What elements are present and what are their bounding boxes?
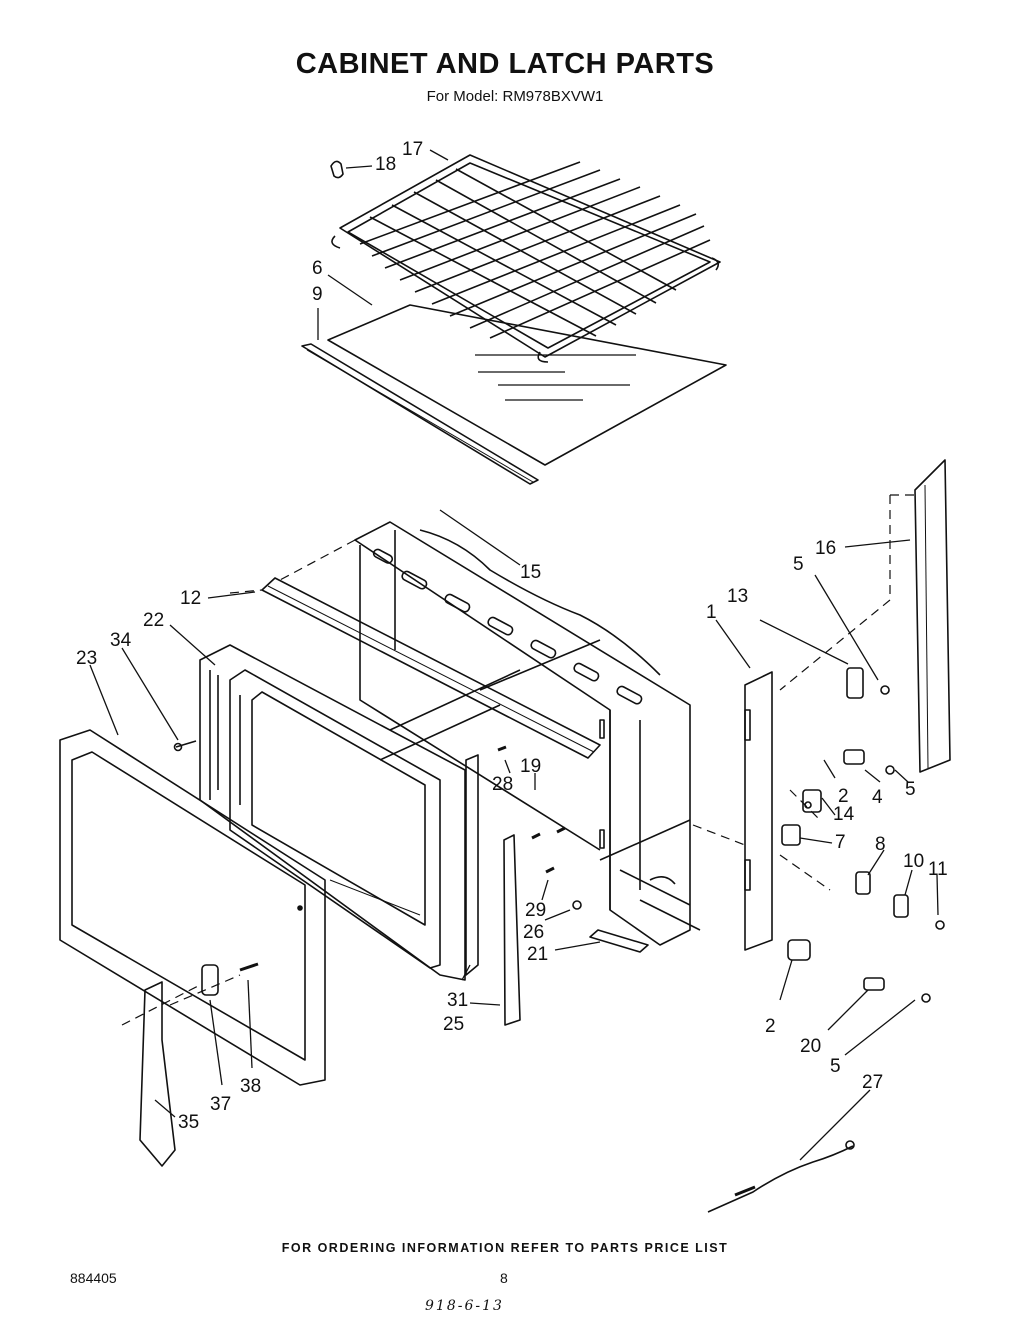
part-label: 5: [905, 779, 916, 800]
part-label: 18: [375, 154, 396, 175]
latch-spring: [239, 962, 259, 972]
small-screws: [497, 745, 566, 874]
latch-bracket: [572, 900, 649, 953]
part-label: 14: [833, 804, 855, 825]
part-label: 22: [143, 610, 164, 631]
handwritten-note: 918-6-13: [425, 1298, 504, 1314]
part-label: 21: [527, 944, 548, 965]
part-label: 16: [815, 538, 836, 559]
part-label: 27: [862, 1072, 883, 1093]
page-number: 8: [500, 1270, 508, 1286]
part-label: 20: [800, 1036, 821, 1057]
part-label: 5: [830, 1056, 841, 1077]
part-label: 38: [240, 1076, 261, 1097]
part-label: 8: [875, 834, 886, 855]
part-label: 25: [443, 1014, 464, 1035]
part-label: 35: [178, 1112, 199, 1133]
part-label: 15: [520, 562, 541, 583]
cabinet-body: [354, 521, 701, 946]
floor-panel: [327, 304, 727, 466]
part-label: 17: [402, 139, 423, 160]
document-number: 884405: [70, 1270, 117, 1286]
part-label: 4: [872, 787, 883, 808]
door-screw: [173, 740, 197, 752]
part-label: 31: [447, 990, 468, 1011]
alignment-lines: [121, 494, 920, 1026]
latch-pawl: [201, 964, 219, 996]
vent-grille: [261, 577, 601, 759]
part-label: 34: [110, 630, 132, 651]
part-labels: 17 18 6 9 15 12 22 34 23 16 5 13 1 19 28…: [76, 139, 948, 1133]
part-label: 5: [793, 554, 804, 575]
part-label: 10: [903, 851, 924, 872]
part-label: 23: [76, 648, 97, 669]
part-label: 6: [312, 258, 323, 279]
side-cover: [914, 459, 951, 773]
part-label: 9: [312, 284, 323, 305]
page-title: CABINET AND LATCH PARTS: [295, 48, 715, 80]
door-frame: [199, 644, 466, 981]
interlock-switches: [781, 667, 945, 1003]
trim-strip: [301, 343, 539, 485]
part-label: 11: [928, 859, 948, 880]
latch-handle: [139, 981, 176, 1167]
ordering-footnote: FOR ORDERING INFORMATION REFER TO PARTS …: [281, 1241, 729, 1255]
oven-rack: [331, 154, 721, 363]
part-label: 7: [835, 832, 846, 853]
latch-rod-right: [503, 834, 521, 1026]
leader-lines: [89, 149, 939, 1161]
part-label: 28: [492, 774, 513, 795]
part-label: 19: [520, 756, 541, 777]
model-subtitle: For Model: RM978BXVW1: [426, 88, 604, 105]
part-label: 2: [838, 786, 849, 807]
door-outer-panel: [59, 729, 326, 1086]
part-label: 26: [523, 922, 544, 943]
part-label: 12: [180, 588, 201, 609]
part-label: 2: [765, 1016, 776, 1037]
rack-clip: [330, 160, 344, 179]
thermal-sensor: [707, 1140, 855, 1213]
part-label: 1: [706, 602, 717, 623]
part-label: 29: [525, 900, 546, 921]
part-label: 13: [727, 586, 748, 607]
part-label: 37: [210, 1094, 231, 1115]
latch-rod-left: [465, 754, 479, 976]
side-mounting-plate: [744, 671, 773, 951]
